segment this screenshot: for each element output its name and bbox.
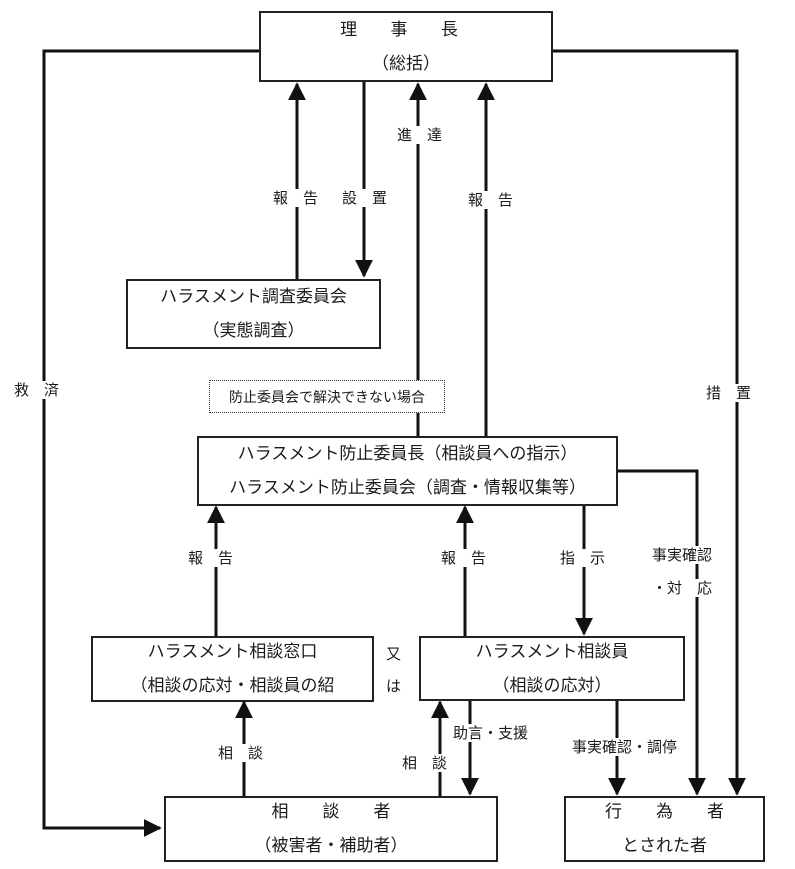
consultation-desk-box: ハラスメント相談窓口 （相談の応対・相談員の紹 xyxy=(91,636,374,702)
report-label-1: 報 告 xyxy=(273,189,319,207)
advice-support-label: 助言・支援 xyxy=(453,724,529,742)
establish-label: 設 置 xyxy=(342,189,388,207)
consultant-title: 相 談 者 xyxy=(271,802,391,822)
accused-box: 行 為 者 とされた者 xyxy=(564,796,765,862)
consultant-box: 相 談 者 （被害者・補助者） xyxy=(164,796,498,862)
counselor-title: ハラスメント相談員 xyxy=(475,641,629,662)
counselor-box: ハラスメント相談員 （相談の応対） xyxy=(419,636,685,701)
consult-label-2: 相 談 xyxy=(402,754,448,772)
investigation-committee-box: ハラスメント調査委員会 （実態調査） xyxy=(126,279,381,349)
report-label-3: 報 告 xyxy=(188,549,234,567)
relief-line xyxy=(42,49,260,837)
measures-line xyxy=(552,49,746,796)
escalation-condition-text: 防止委員会で解決できない場合 xyxy=(229,389,425,406)
chairman-title: 理 事 長 xyxy=(340,19,472,40)
instruct-label: 指 示 xyxy=(560,549,606,567)
or-label-1: 又 xyxy=(386,645,402,663)
accused-title: 行 為 者 xyxy=(605,802,724,822)
relief-label: 救 済 xyxy=(14,381,60,399)
prevention-committee-line1: ハラスメント防止委員長（相談員への指示） xyxy=(237,444,578,464)
or-label-2: は xyxy=(386,677,402,695)
fact-check-response-label-2: ・対 応 xyxy=(652,579,713,597)
fact-check-mediation-label: 事実確認・調停 xyxy=(572,738,678,756)
report-label-2: 報 告 xyxy=(468,191,514,209)
measures-label: 措 置 xyxy=(706,384,752,402)
prevention-committee-box: ハラスメント防止委員長（相談員への指示） ハラスメント防止委員会（調査・情報収集… xyxy=(197,436,618,506)
investigation-committee-title: ハラスメント調査委員会 xyxy=(160,287,347,307)
accused-subtitle: とされた者 xyxy=(622,836,707,856)
consult-label-1: 相 談 xyxy=(218,744,264,762)
consultant-subtitle: （被害者・補助者） xyxy=(254,836,408,856)
escalation-condition-note: 防止委員会で解決できない場合 xyxy=(209,380,445,413)
prevention-committee-line2: ハラスメント防止委員会（調査・情報収集等） xyxy=(229,478,586,498)
chairman-subtitle: （総括） xyxy=(372,53,440,74)
forward-label: 進 達 xyxy=(397,126,443,144)
counselor-subtitle: （相談の応対） xyxy=(492,675,612,696)
fact-check-response-line xyxy=(618,469,706,796)
investigation-committee-subtitle: （実態調査） xyxy=(202,321,305,341)
report-label-4: 報 告 xyxy=(441,549,487,567)
chairman-box: 理 事 長 （総括） xyxy=(259,11,553,82)
consultation-desk-title: ハラスメント相談窓口 xyxy=(147,642,318,662)
fact-check-response-label-1: 事実確認 xyxy=(652,546,713,564)
consultation-desk-subtitle: （相談の応対・相談員の紹 xyxy=(130,676,335,696)
